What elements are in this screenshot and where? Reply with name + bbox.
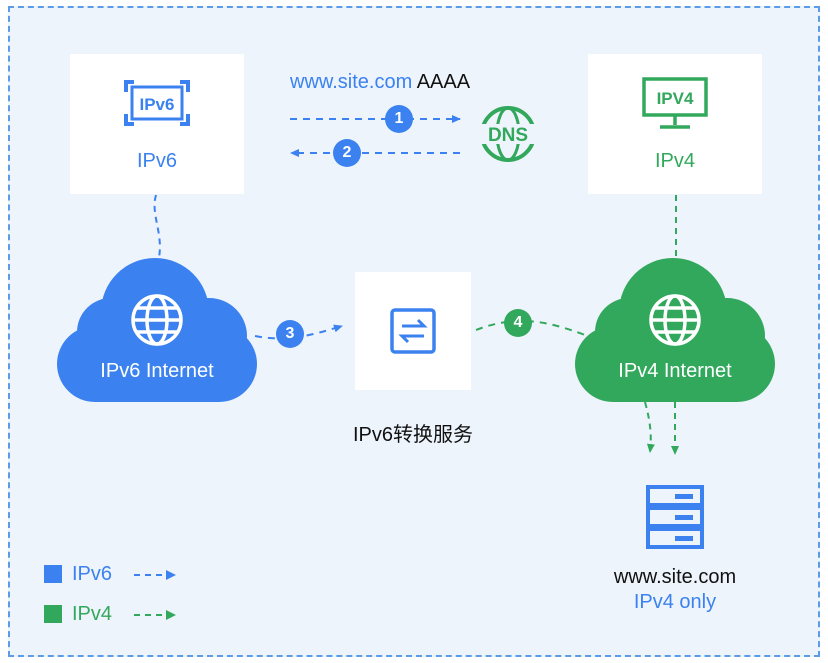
step-badge-4-text: 4 bbox=[513, 314, 523, 331]
ipv4-monitor-icon: IPV4 bbox=[642, 77, 708, 129]
legend-label-ipv6: IPv6 bbox=[72, 563, 113, 585]
ipv6-client-label: IPv6 bbox=[136, 150, 178, 172]
dns-icon-text: DNS bbox=[488, 125, 528, 146]
step-badge-1-text: 1 bbox=[394, 110, 404, 127]
server-note: IPv4 only bbox=[633, 591, 717, 613]
legend-item-ipv4: IPv4 bbox=[44, 603, 204, 627]
ipv4-client-card: IPV4 IPv4 bbox=[588, 54, 762, 194]
legend-arrow-ipv6 bbox=[134, 570, 176, 580]
server-domain: www.site.com bbox=[613, 566, 737, 588]
legend-label-ipv4: IPv4 bbox=[72, 603, 113, 625]
step-badge-2: 2 bbox=[333, 139, 361, 167]
converter-label: IPv6转换服务 bbox=[352, 424, 474, 446]
ipv6-cloud-label: IPv6 Internet bbox=[100, 360, 214, 382]
step-badge-1: 1 bbox=[385, 105, 413, 133]
swap-icon bbox=[390, 308, 436, 354]
dns-query-domain: www.site.com bbox=[290, 71, 413, 93]
step-badge-3-text: 3 bbox=[285, 325, 295, 342]
legend-item-ipv6: IPv6 bbox=[44, 563, 204, 587]
ipv4-device-text: IPV4 bbox=[657, 89, 694, 108]
step-badge-4: 4 bbox=[504, 309, 532, 337]
dns-query-text: www.site.com AAAA bbox=[290, 71, 470, 94]
ipv6-globe-icon bbox=[131, 294, 183, 346]
ipv6-cloud bbox=[57, 258, 257, 402]
legend-swatch-ipv4 bbox=[44, 605, 62, 623]
legend-arrow-ipv4 bbox=[134, 610, 176, 620]
ipv4-globe-icon bbox=[649, 294, 701, 346]
ipv6-client-link bbox=[153, 194, 161, 263]
converter-card bbox=[355, 272, 471, 390]
step-badge-2-text: 2 bbox=[342, 144, 352, 161]
server-icon bbox=[646, 485, 704, 549]
legend-swatch-ipv6 bbox=[44, 565, 62, 583]
ipv6-device-icon: IPv6 bbox=[124, 80, 190, 126]
dns-globe-icon: DNS bbox=[480, 106, 536, 162]
ipv4-cloud-label: IPv4 Internet bbox=[618, 360, 732, 382]
ipv4-to-server-arrow-a bbox=[644, 401, 655, 453]
dns-query-type: AAAA bbox=[416, 71, 471, 93]
legend: IPv6 IPv4 bbox=[44, 560, 204, 630]
ipv6-client-card: IPv6 IPv6 bbox=[70, 54, 244, 194]
step-badge-3: 3 bbox=[276, 320, 304, 348]
ipv4-cloud bbox=[575, 258, 775, 402]
ipv6-device-text: IPv6 bbox=[140, 95, 175, 114]
ipv4-client-label: IPv4 bbox=[654, 150, 696, 172]
